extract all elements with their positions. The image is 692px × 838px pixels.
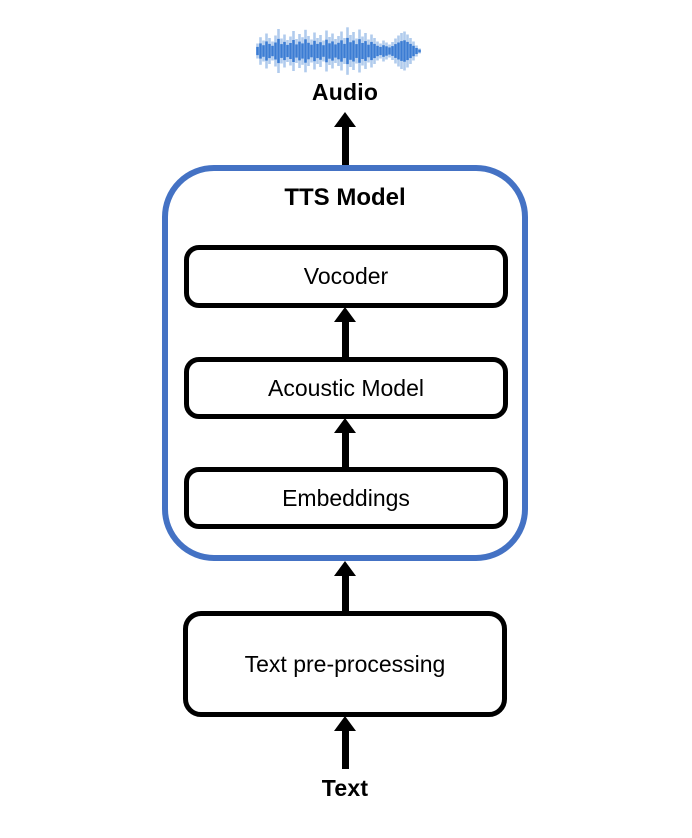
arrow-head [334,307,356,322]
text-preprocessing-box: Text pre-processing [183,611,507,717]
acoustic-model-box: Acoustic Model [184,357,508,419]
arrow-shaft [341,433,349,468]
arrow-head [334,418,356,433]
arrow-embeddings-to-acoustic [333,418,357,468]
arrow-preprocessing-to-tts [333,561,357,612]
arrow-shaft [341,731,349,769]
arrow-head [334,112,356,127]
vocoder-label: Vocoder [303,263,389,289]
arrow-text-to-preprocessing [333,716,357,769]
arrow-head [334,716,356,731]
audio-label: Audio [311,79,379,105]
arrow-tts-to-audio [333,112,357,165]
arrow-shaft [341,322,349,358]
arrow-shaft [341,127,349,165]
vocoder-box: Vocoder [184,245,508,308]
acoustic-model-label: Acoustic Model [268,374,424,401]
arrow-acoustic-to-vocoder [333,307,357,358]
arrow-head [334,561,356,576]
embeddings-label: Embeddings [282,484,410,511]
arrow-shaft [341,576,349,612]
embeddings-box: Embeddings [184,467,508,529]
audio-waveform-icon [256,27,421,75]
text-preprocessing-label: Text pre-processing [244,650,446,677]
tts-model-title: TTS Model [284,184,406,211]
text-input-label: Text [321,775,369,801]
